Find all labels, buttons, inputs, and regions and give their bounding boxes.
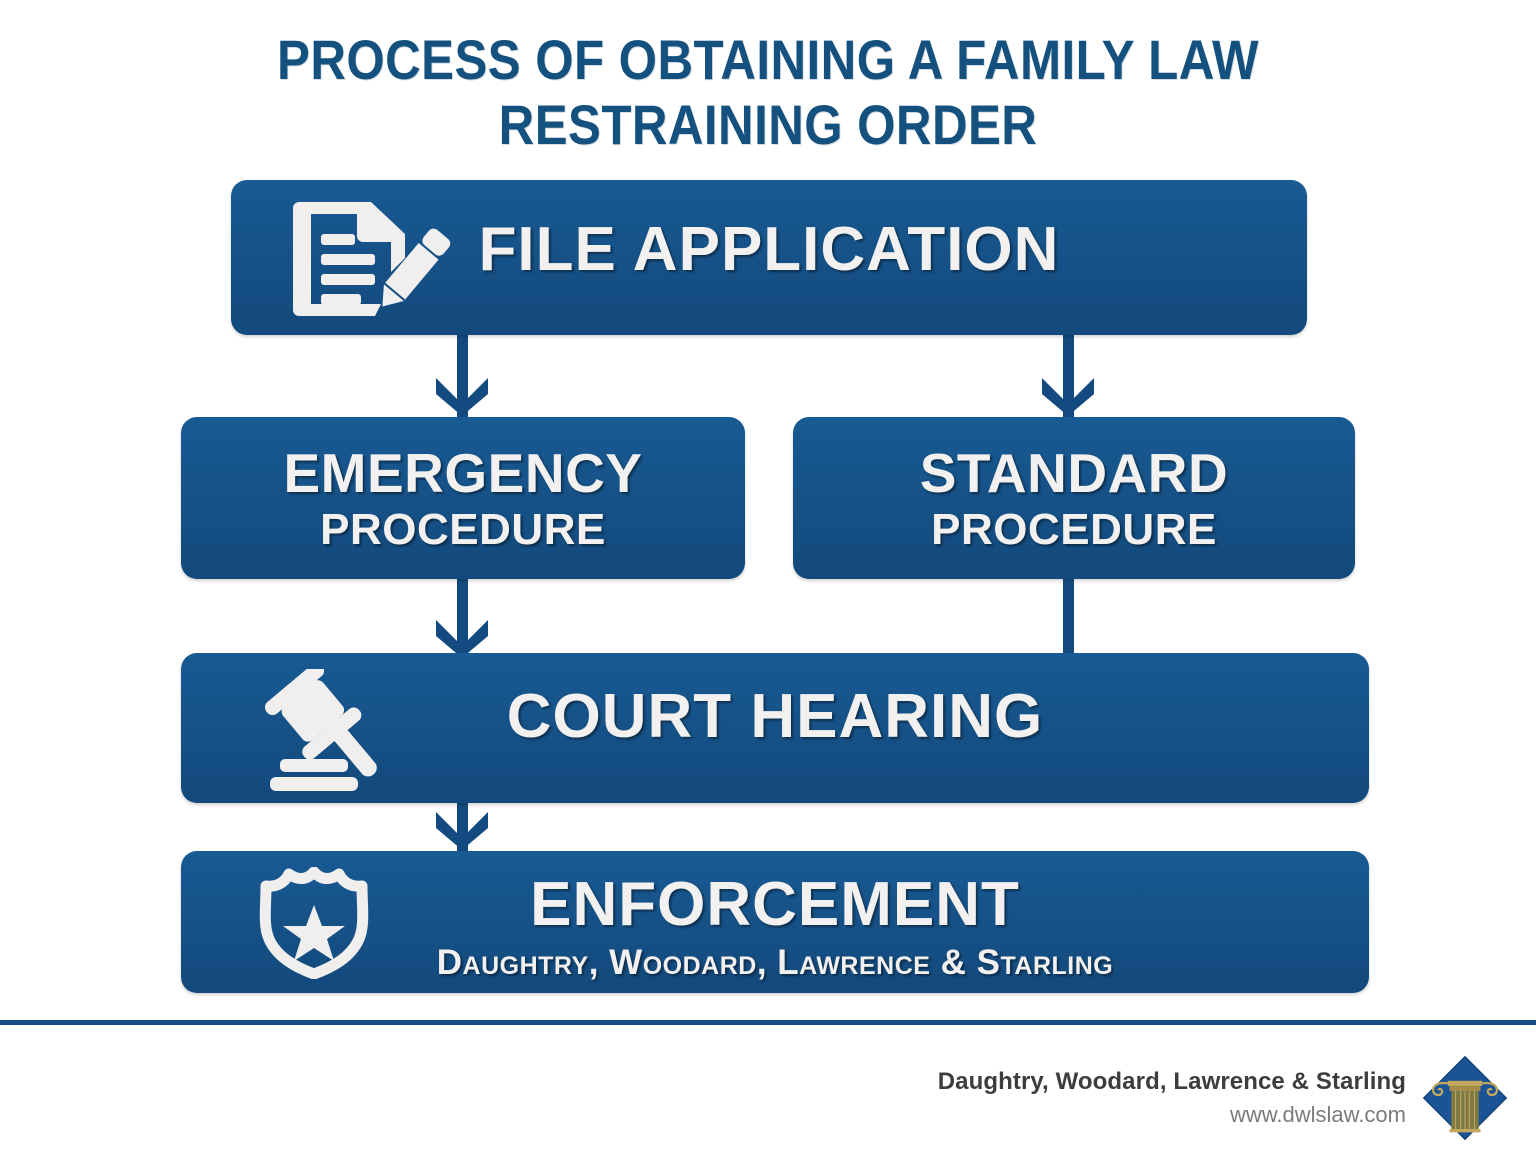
gavel-icon bbox=[265, 669, 377, 791]
dwls-column-diamond-logo bbox=[1422, 1055, 1508, 1141]
connector-line-file-to-standard bbox=[1063, 322, 1074, 430]
step-label-emergency-line2: PROCEDURE bbox=[320, 505, 606, 554]
footer: Daughtry, Woodard, Lawrence & Starling w… bbox=[938, 1055, 1508, 1141]
arrowhead-emergency-to-court bbox=[436, 620, 488, 658]
step-box-enforcement[interactable]: ENFORCEMENT Daughtry, Woodard, Lawrence … bbox=[181, 851, 1369, 993]
footer-website-url[interactable]: www.dwlslaw.com bbox=[1229, 1101, 1406, 1127]
step-label-standard-line1: STANDARD bbox=[919, 442, 1229, 504]
step-box-file-application[interactable]: FILE APPLICATION bbox=[231, 180, 1307, 335]
connector-line-file-to-emergency bbox=[457, 322, 468, 430]
footer-divider bbox=[0, 1020, 1536, 1025]
enforcement-firm-name: Daughtry, Woodard, Lawrence & Starling bbox=[436, 943, 1114, 982]
police-badge-icon bbox=[259, 867, 369, 979]
connector-line-standard-to-court bbox=[1063, 566, 1074, 670]
step-label-file-application: FILE APPLICATION bbox=[478, 215, 1060, 284]
page-title: PROCESS OF OBTAINING A FAMILY LAW RESTRA… bbox=[277, 28, 1259, 156]
step-label-standard-line2: PROCEDURE bbox=[931, 505, 1217, 554]
footer-text-block: Daughtry, Woodard, Lawrence & Starling w… bbox=[938, 1067, 1406, 1130]
footer-firm-name: Daughtry, Woodard, Lawrence & Starling bbox=[937, 1067, 1406, 1095]
document-pencil-icon bbox=[293, 202, 451, 316]
connector-line-emergency-to-court bbox=[457, 566, 468, 670]
step-box-court-hearing[interactable]: COURT HEARING bbox=[181, 653, 1369, 803]
step-box-emergency-procedure[interactable]: EMERGENCY PROCEDURE bbox=[181, 417, 745, 579]
step-box-standard-procedure[interactable]: STANDARD PROCEDURE bbox=[793, 417, 1355, 579]
arrowhead-file-to-emergency bbox=[436, 378, 488, 416]
arrowhead-court-to-enforcement bbox=[436, 812, 488, 850]
arrowhead-file-to-standard bbox=[1042, 378, 1094, 416]
step-label-enforcement: ENFORCEMENT bbox=[530, 870, 1020, 939]
step-label-emergency-line1: EMERGENCY bbox=[283, 442, 643, 504]
step-label-court-hearing: COURT HEARING bbox=[506, 682, 1044, 751]
connector-line-court-to-enforcement bbox=[457, 790, 468, 868]
